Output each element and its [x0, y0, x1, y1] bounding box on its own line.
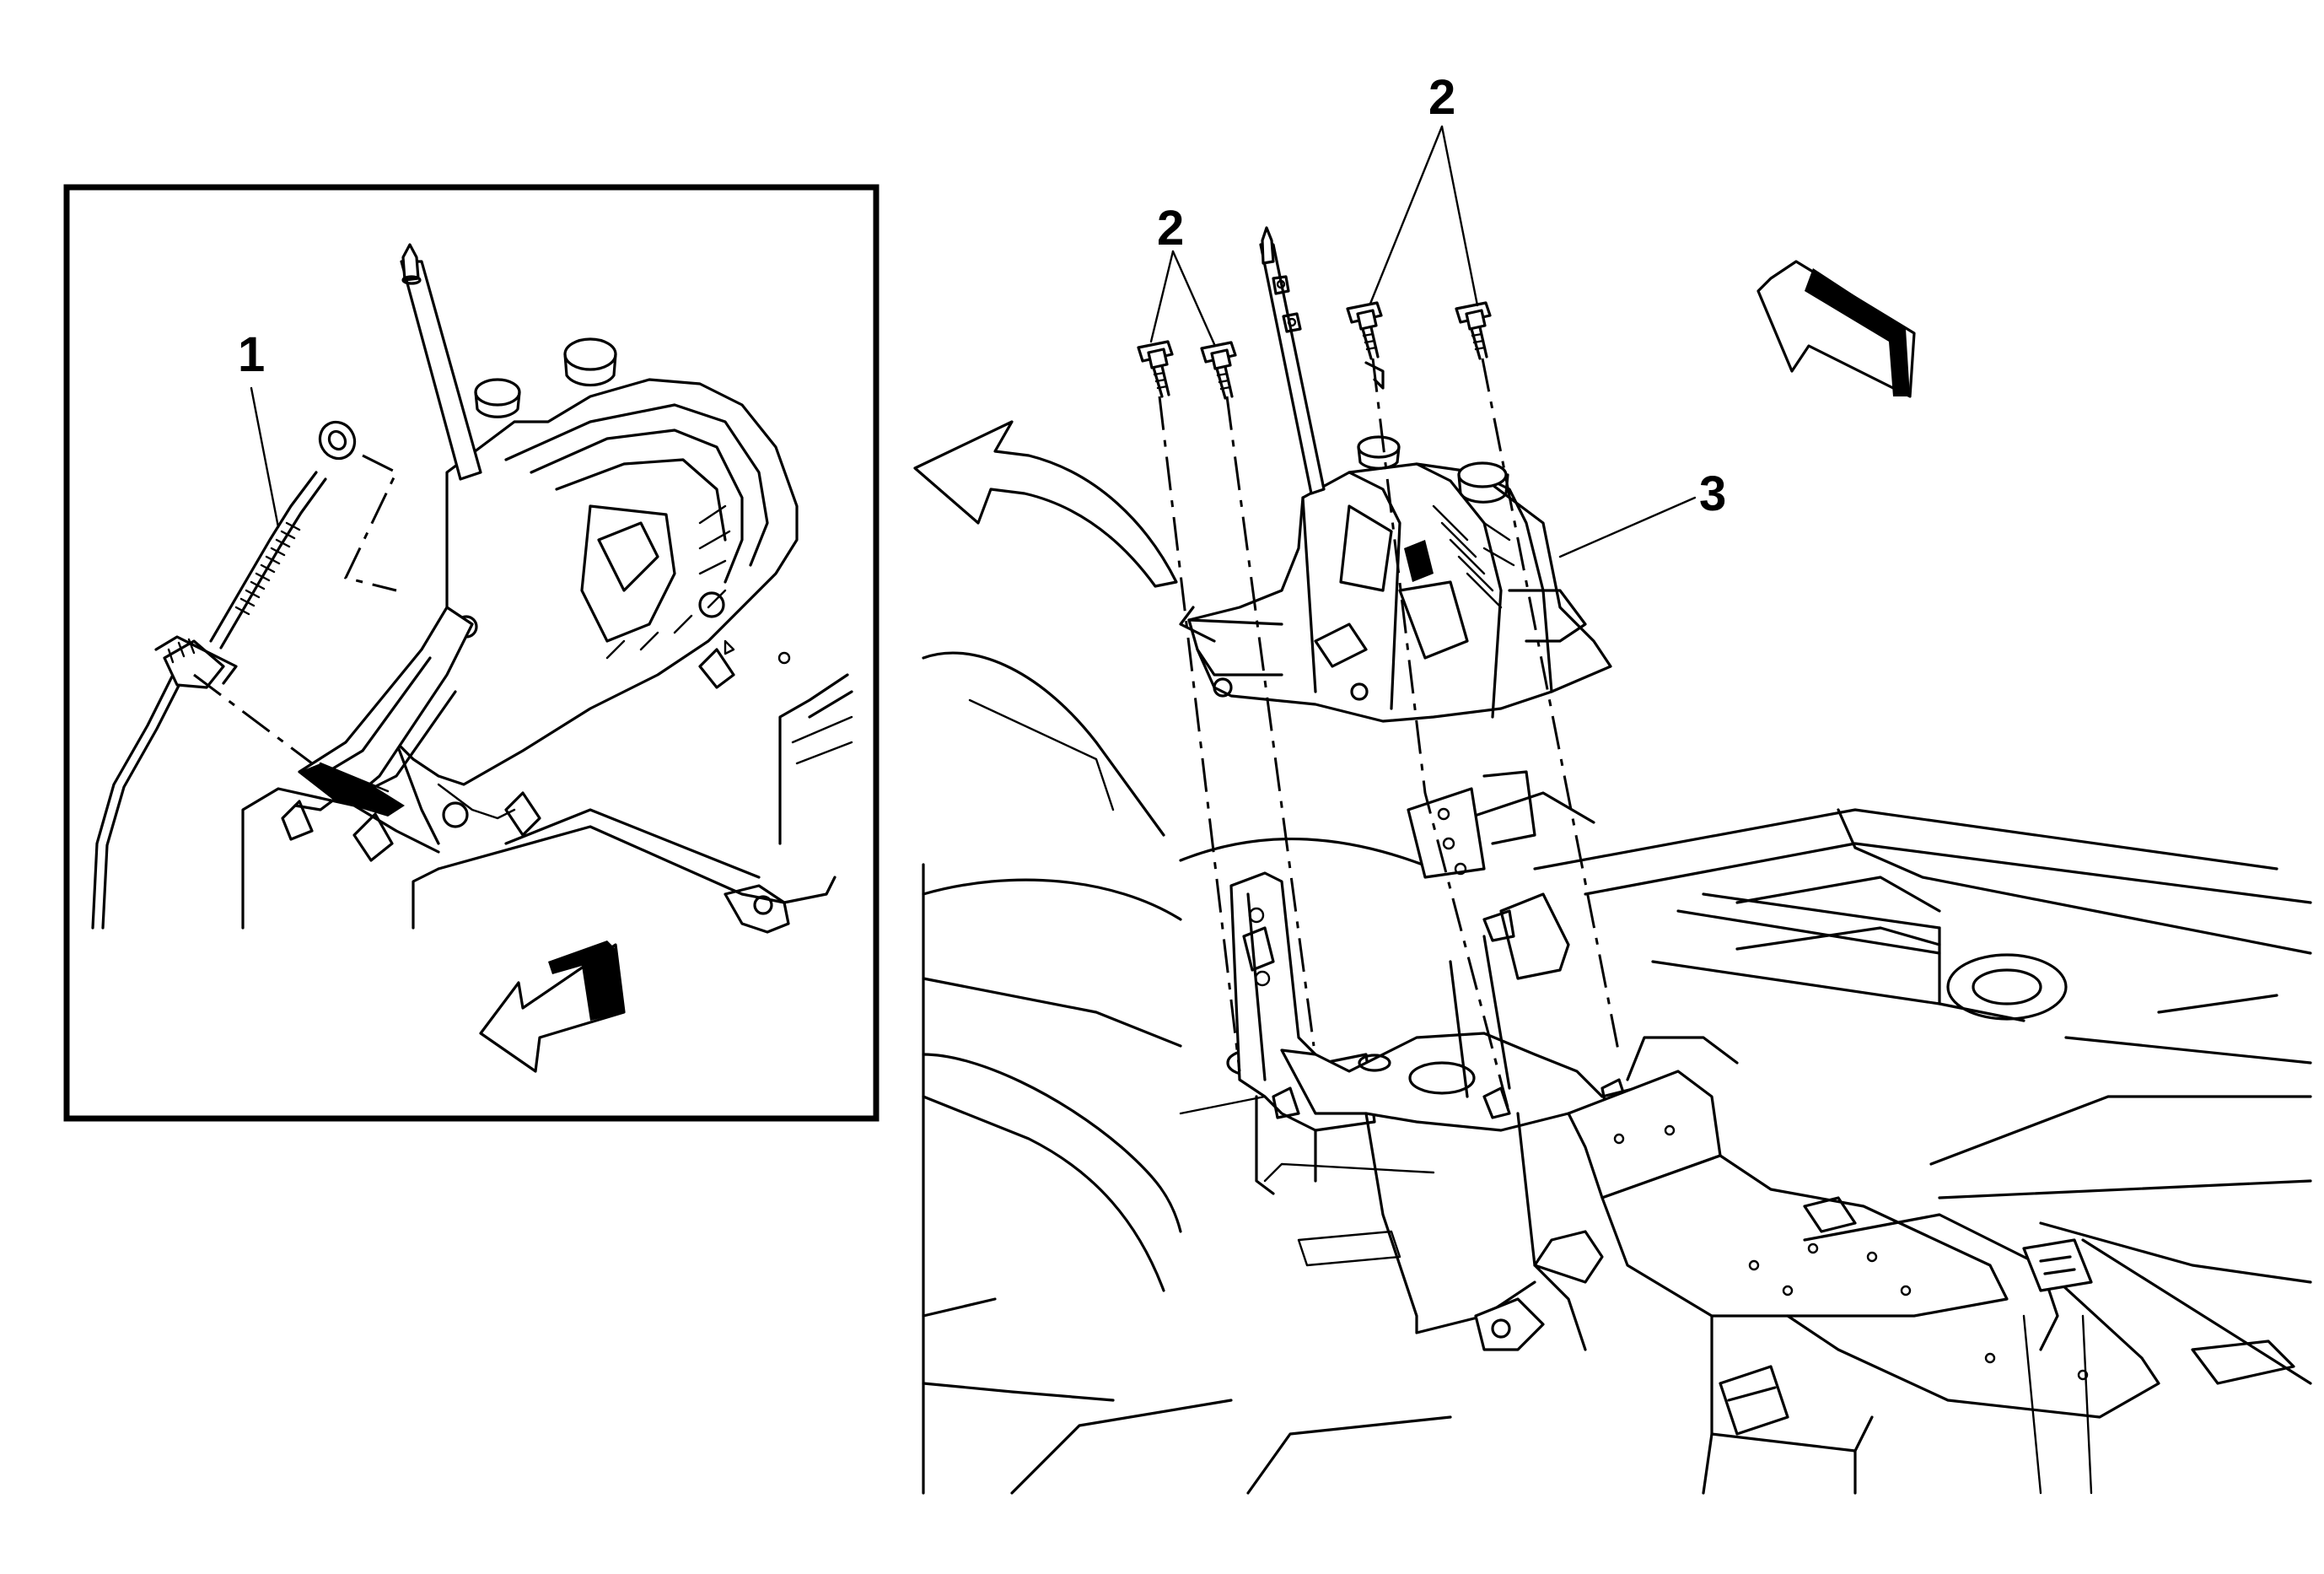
curved-arrow-icon [913, 420, 1178, 588]
inset-shift-cable [91, 386, 398, 930]
inset-console-floor [241, 639, 853, 934]
inset-detail-view: 1 [63, 184, 880, 1122]
bolt-3 [1346, 301, 1383, 360]
inset-cable-tray [298, 606, 474, 817]
bolt-2 [1200, 341, 1237, 400]
callout-2-right: 2 [1428, 70, 1455, 125]
bolt-1 [1137, 340, 1174, 398]
callout-3: 3 [1699, 466, 1726, 521]
front-arrow-icon [1756, 260, 1916, 398]
main-shift-rod [1259, 226, 1326, 495]
main-view: 2 2 3 [913, 70, 2312, 1495]
shifter-stand [1229, 770, 1671, 1351]
bolt-alignment-lines [1158, 358, 1621, 1114]
callout-leaders [1149, 125, 1697, 558]
front-arrow-icon [479, 941, 626, 1073]
rear-bracket [1567, 1036, 2160, 1495]
inset-shift-rod [400, 243, 482, 481]
callout-1: 1 [238, 327, 265, 382]
bolt-group [1137, 301, 1492, 400]
bolt-4 [1455, 301, 1492, 360]
inset-shifter-housing [281, 337, 799, 862]
floor-pan [922, 651, 2312, 1495]
shifter-assembly [1179, 435, 1612, 723]
callout-2-left: 2 [1157, 201, 1184, 256]
